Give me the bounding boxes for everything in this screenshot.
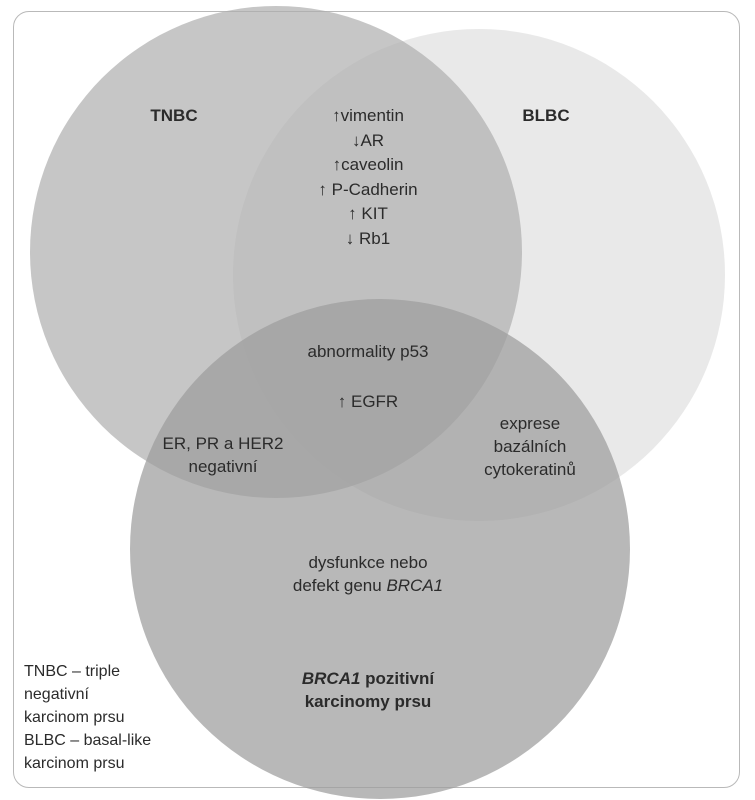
center-p53-label: abnormality p53: [307, 342, 429, 361]
brca1-only-line1: dysfunkce nebo: [308, 553, 428, 572]
brca1-title-line1: BRCA1 pozitivní: [268, 667, 468, 690]
marker-ar: ↓AR: [351, 130, 385, 150]
blbc-brca1-line1: exprese: [499, 414, 561, 433]
tnbc-brca1-line2: negativní: [188, 457, 258, 476]
brca1-title-line2: karcinomy prsu: [304, 692, 432, 711]
brca1-circle: [130, 299, 630, 799]
marker-rb1: ↓ Rb1: [345, 228, 391, 248]
legend-line-3: karcinom prsu: [24, 709, 125, 726]
tnbc-label: TNBC: [150, 106, 198, 125]
blbc-brca1-label: exprese bazálních cytokeratinů: [455, 412, 605, 481]
marker-kit: ↑ KIT: [348, 204, 388, 223]
legend-line-2: negativní: [24, 686, 89, 703]
center-egfr-label: ↑ EGFR: [337, 392, 399, 411]
marker-vimentin: ↑vimentin: [332, 106, 404, 125]
brca1-title: BRCA1 pozitivní karcinomy prsu: [268, 667, 468, 713]
brca1-title-rest: pozitivní: [360, 669, 435, 688]
brca1-only-line2-prefix: defekt genu: [292, 576, 387, 595]
abbreviation-legend: TNBC – triple negativní karcinom prsu BL…: [24, 660, 151, 775]
marker-caveolin: ↑caveolin: [332, 155, 404, 174]
brca1-gene-italic: BRCA1: [386, 576, 444, 595]
marker-p-cadherin: ↑ P-Cadherin: [318, 179, 418, 199]
tnbc-brca1-label: ER, PR a HER2 negativní: [148, 432, 298, 478]
legend-line-1: TNBC – triple: [24, 663, 121, 680]
blbc-label: BLBC: [522, 106, 570, 125]
brca1-only-line2: defekt genu BRCA1: [268, 574, 468, 597]
legend-line-4: BLBC – basal-like: [24, 732, 152, 749]
brca1-title-gene: BRCA1: [301, 669, 361, 688]
legend-line-5: karcinom prsu: [24, 755, 125, 772]
tnbc-blbc-markers: ↑vimentin ↓AR ↑caveolin ↑ P-Cadherin ↑ K…: [288, 104, 448, 251]
blbc-brca1-line3: cytokeratinů: [484, 460, 576, 479]
brca1-only-label: dysfunkce nebo defekt genu BRCA1: [268, 551, 468, 597]
blbc-brca1-line2: bazálních: [493, 437, 567, 456]
tnbc-brca1-line1: ER, PR a HER2: [162, 434, 284, 453]
